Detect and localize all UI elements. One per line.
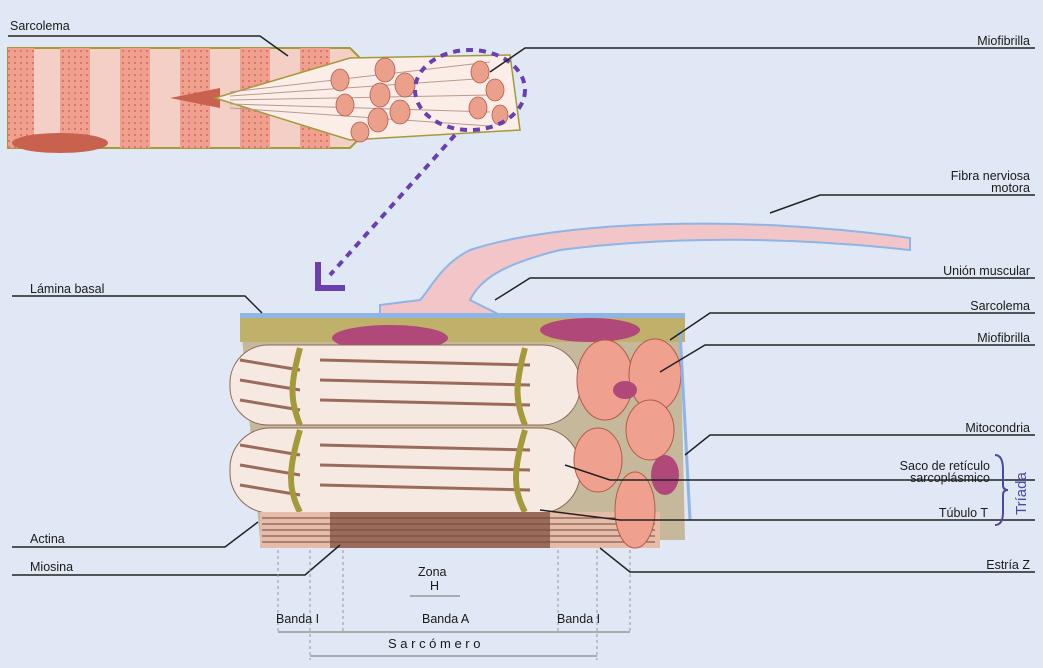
label-sarcolema-top: Sarcolema bbox=[10, 20, 70, 33]
zoom-arrow bbox=[318, 135, 455, 288]
label-sarcoplasmico: sarcoplásmico bbox=[820, 472, 990, 485]
label-zona: Zona bbox=[418, 566, 447, 579]
label-motora: motora bbox=[880, 182, 1030, 195]
label-estria-z: Estría Z bbox=[880, 559, 1030, 572]
sarcomere-block bbox=[230, 313, 690, 548]
label-tubulo-t: Túbulo T bbox=[820, 507, 988, 520]
label-h: H bbox=[430, 580, 439, 593]
label-miofibrilla-top: Miofibrilla bbox=[880, 35, 1030, 48]
label-sarcolema: Sarcolema bbox=[880, 300, 1030, 313]
label-union-muscular: Unión muscular bbox=[830, 265, 1030, 278]
label-banda-i-left: Banda I bbox=[276, 613, 319, 626]
label-banda-a: Banda A bbox=[422, 613, 469, 626]
muscle-fiber-top bbox=[8, 48, 525, 153]
label-banda-i-right: Banda I bbox=[557, 613, 600, 626]
triad-brace bbox=[995, 455, 1008, 525]
label-actina: Actina bbox=[30, 533, 65, 546]
label-sarcomero: S a r c ó m e r o bbox=[388, 637, 480, 650]
label-mitocondria: Mitocondria bbox=[880, 422, 1030, 435]
label-miofibrilla: Miofibrilla bbox=[880, 332, 1030, 345]
label-lamina-basal: Lámina basal bbox=[30, 283, 104, 296]
label-triada: Tríada bbox=[1013, 472, 1030, 515]
label-miosina: Miosina bbox=[30, 561, 73, 574]
